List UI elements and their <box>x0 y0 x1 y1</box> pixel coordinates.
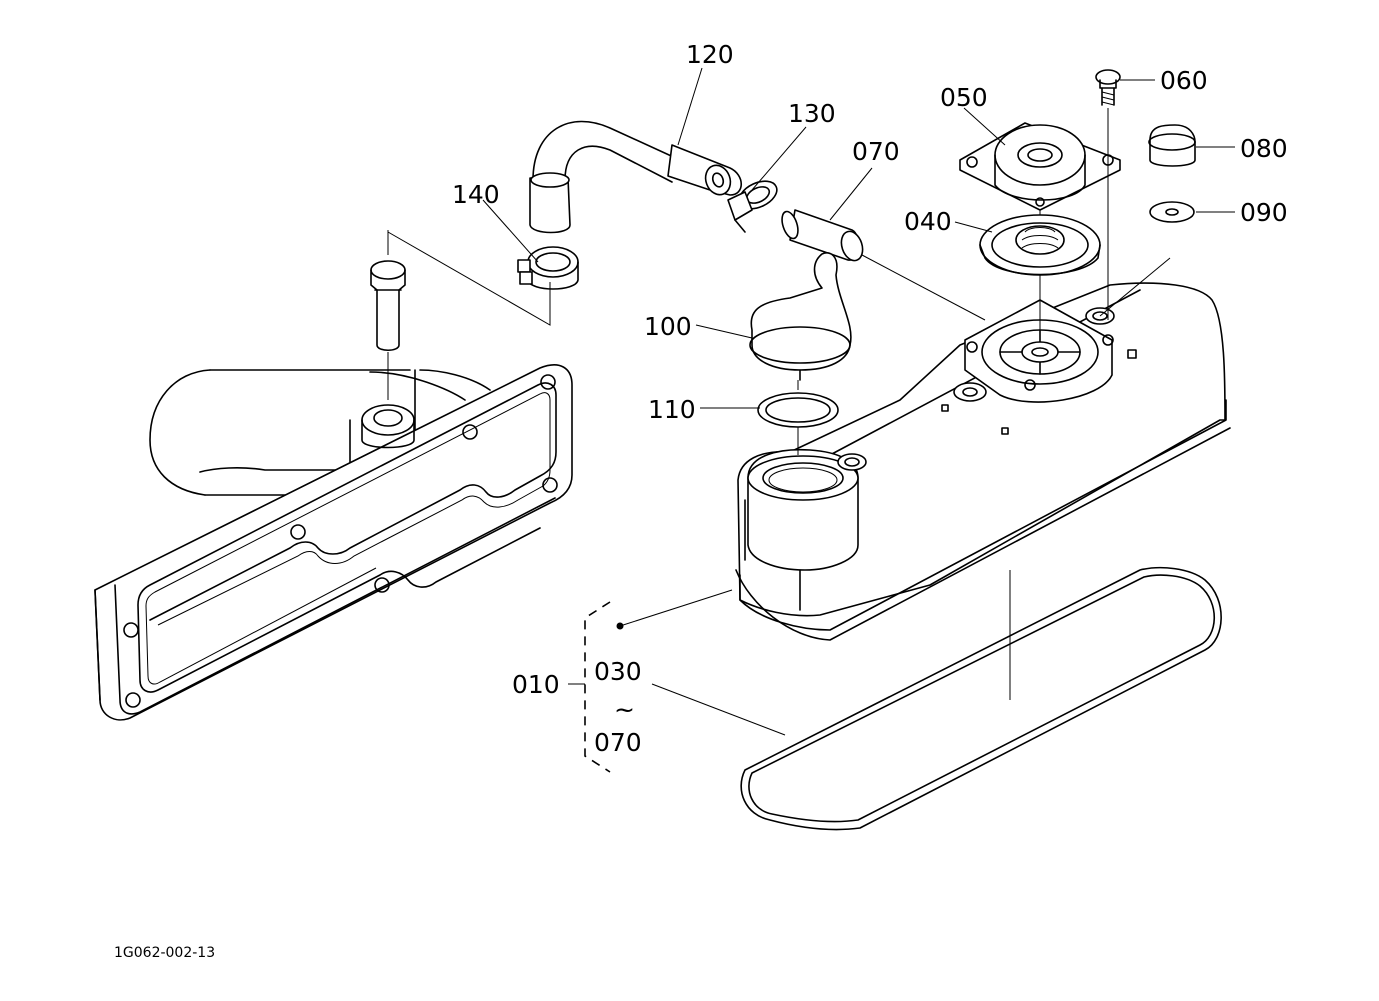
label-140: 140 <box>452 180 500 209</box>
leader-dot <box>616 622 624 630</box>
label-tilde: ~ <box>614 695 635 724</box>
label-060: 060 <box>1160 66 1208 95</box>
intake-manifold <box>94 364 573 721</box>
label-040: 040 <box>904 207 952 236</box>
label-100: 100 <box>644 312 692 341</box>
kit-bracket <box>584 601 611 773</box>
label-110: 110 <box>648 395 696 424</box>
breather-hose <box>529 120 743 234</box>
leader-lines <box>482 67 1235 736</box>
label-120: 120 <box>686 40 734 69</box>
rocker-cover-gasket <box>740 566 1222 831</box>
screw <box>1095 69 1121 320</box>
breather-diaphragm <box>979 214 1101 276</box>
breather-nipple <box>370 230 406 400</box>
label-010: 010 <box>512 670 560 699</box>
drawing-code: 1G062-002-13 <box>114 945 215 961</box>
label-130: 130 <box>788 99 836 128</box>
label-080: 080 <box>1240 134 1288 163</box>
rocker-cover <box>735 257 1231 700</box>
washer <box>1149 201 1195 223</box>
label-070-pipe: 070 <box>852 137 900 166</box>
label-090: 090 <box>1240 198 1288 227</box>
o-ring <box>757 380 839 455</box>
breather-pipe-070 <box>781 209 986 321</box>
label-030: 030 <box>594 657 642 686</box>
label-050: 050 <box>940 83 988 112</box>
label-070-range: 070 <box>594 728 642 757</box>
hose-clamp-130 <box>727 180 778 233</box>
leader-140-bracket <box>387 231 551 326</box>
oil-filler-cap <box>749 252 852 381</box>
breather-cover <box>959 122 1121 330</box>
hose-clamp-140 <box>517 246 579 290</box>
rubber-cap <box>1148 124 1196 167</box>
